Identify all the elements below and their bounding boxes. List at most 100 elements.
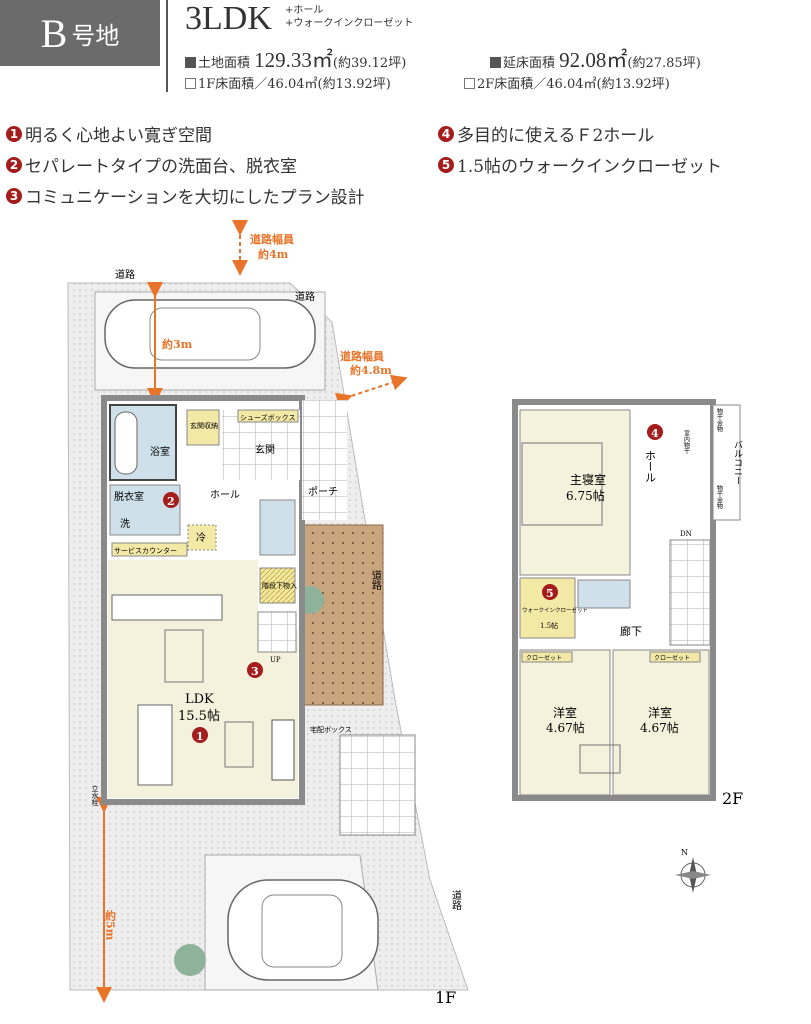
entry-storage (186, 409, 220, 446)
ldk-size: 15.5帖 (178, 709, 220, 724)
balcony-label: バルコニー (732, 440, 743, 485)
porch-label: ポーチ (308, 486, 338, 498)
road-width-label: 道路幅員 (340, 349, 384, 363)
land-tsubo: (約39.12坪) (332, 56, 407, 71)
floor-1f-label: 1F (435, 988, 456, 1007)
divider (166, 0, 168, 92)
toilet-2f (577, 579, 631, 609)
feature-number: 3 (6, 187, 22, 204)
marker-2-text: 2 (167, 495, 175, 508)
dn-label: DN (680, 530, 692, 538)
western-2-label: 洋室 (648, 705, 672, 720)
under-stairs-storage (259, 567, 296, 604)
feature-number: 2 (6, 156, 22, 173)
closet-label: クローゼット (654, 654, 690, 662)
floor-label: 延床面積 (503, 56, 556, 71)
square-icon (490, 57, 501, 68)
closet-label: クローゼット (526, 654, 562, 662)
western-1-size: 4.67帖 (546, 720, 585, 735)
f2-area-text: 2F床面積／46.04㎡(約13.92坪) (477, 77, 670, 92)
plant-icon (174, 944, 206, 976)
compass-icon: N (675, 848, 711, 893)
feature-text: 多目的に使えるＦ2ホール (457, 126, 655, 146)
layout-title: 3LDK (185, 0, 272, 37)
road-width-value: 約4m (258, 247, 289, 261)
faucet-label: 立水栓 (91, 784, 99, 807)
dining-table (164, 629, 204, 683)
marker-2 (163, 492, 179, 508)
road-width-value: 約4.8m (350, 363, 392, 377)
master-label: 主寝室 (570, 472, 606, 487)
bath-label: 浴室 (150, 445, 170, 458)
fridge-label: 冷 (196, 531, 206, 544)
hall-2f-label: ホール (644, 450, 657, 483)
ldk-label: LDK (185, 692, 214, 707)
feature-number: 5 (438, 156, 454, 173)
feature-text: コミュニケーションを大切にしたプラン設計 (25, 188, 365, 208)
feature-number: 4 (438, 125, 454, 142)
closet-1 (521, 651, 573, 663)
land-value: 129.33㎡ (254, 48, 333, 72)
shoe-box (237, 409, 299, 423)
balcony (712, 404, 741, 521)
marker-1-text: 1 (196, 730, 204, 743)
indoor-dry-label: 室内物干 (683, 429, 690, 455)
up-label: UP (270, 656, 281, 664)
shoe-box-label: シューズボックス (240, 413, 295, 422)
bed-icon (521, 442, 603, 526)
western-room-1 (519, 649, 611, 796)
lot-badge: B 号地 (0, 0, 160, 66)
f1-area: 1F床面積／46.04㎡(約13.92坪) (185, 73, 391, 92)
toilet-1f (259, 499, 296, 556)
road-label: 道路 (450, 889, 462, 911)
marker-4-text: 4 (651, 427, 659, 440)
bathtub-icon (114, 411, 138, 475)
delivery-box-label: 宅配ボックス (310, 725, 352, 734)
approach-deck (302, 524, 384, 706)
lot-suffix: 号地 (71, 21, 120, 50)
entry-storage-label: 玄関収納 (190, 421, 218, 430)
wash-label: 洗 (120, 518, 130, 530)
kitchen-counter (111, 594, 223, 621)
car-icon (104, 299, 316, 369)
car-icon (227, 879, 379, 981)
marker-1 (192, 727, 208, 743)
service-counter-label: サービスカウンター (114, 546, 177, 555)
hall-label: ホール (210, 489, 240, 501)
entrance-label: 玄関 (255, 443, 275, 456)
wic-label: ウォークインクローゼット (522, 606, 588, 614)
lot-letter: B (40, 10, 68, 56)
western-room-2 (612, 649, 710, 796)
road-label: 道路 (370, 569, 382, 591)
f2-area: 2F床面積／46.04㎡(約13.92坪) (464, 73, 670, 92)
western-2-size: 4.67帖 (640, 720, 679, 735)
porch (302, 400, 347, 520)
marker-5 (542, 584, 558, 600)
marker-5-text: 5 (546, 587, 554, 600)
f1-area-text: 1F床面積／46.04㎡(約13.92坪) (198, 77, 391, 92)
feature-text: 1.5帖のウォークインクローゼット (457, 157, 723, 177)
square-outline-icon (185, 78, 196, 89)
wic-size: 1.5帖 (540, 621, 558, 630)
dry-label: 物干金物 (716, 484, 723, 510)
under-stairs-label: 階段下物入 (262, 581, 297, 590)
feature-number: 1 (6, 125, 22, 142)
distance-top: 約3m (162, 337, 193, 351)
western-1-label: 洋室 (553, 705, 577, 720)
stairs-1f (257, 611, 297, 653)
road-width-label: 道路幅員 (250, 232, 294, 246)
road-label: 道路 (115, 268, 135, 281)
floor-2f-label: 2F (722, 789, 743, 808)
corridor-label: 廊下 (620, 624, 642, 638)
square-outline-icon (464, 78, 475, 89)
floor-value: 92.08㎡ (559, 48, 628, 72)
floor-area: 延床面積 92.08㎡(約27.85坪) (490, 44, 701, 74)
fridge (187, 524, 217, 551)
front-steps (339, 734, 416, 836)
dressing-label: 脱衣室 (114, 490, 144, 503)
land-area: 土地面積 129.33㎡(約39.12坪) (185, 44, 406, 74)
